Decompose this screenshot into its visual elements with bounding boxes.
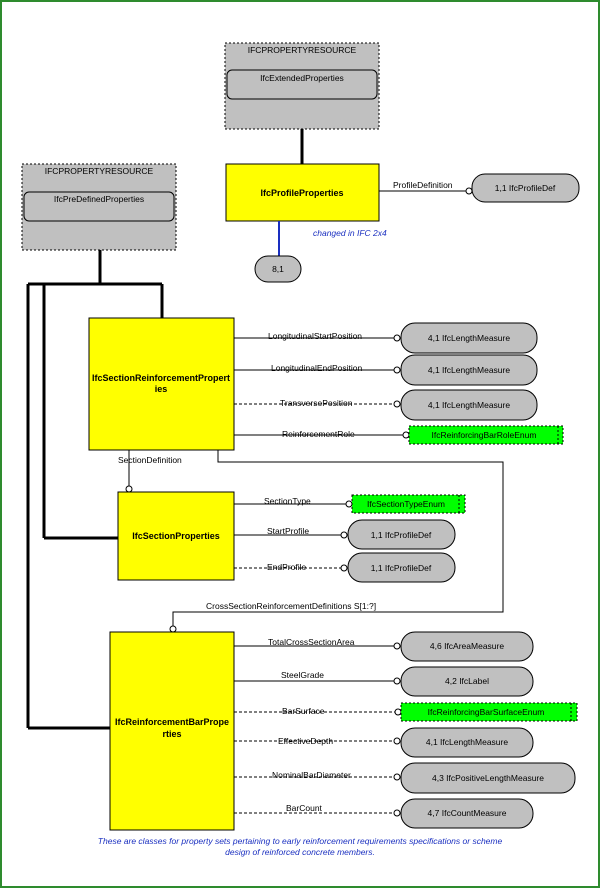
type-ref-label: 4,1 IfcLengthMeasure [428,365,510,375]
type-ref-profile-def [471,173,580,203]
type-ref-label: 4,2 IfcLabel [445,676,489,686]
attr-label: ReinforcementRole [282,429,355,439]
relation-endpoint [340,564,348,572]
type-ref-profile-def [347,519,456,550]
type-ref-label: 4,3 IfcPositiveLengthMeasure [432,773,544,783]
relation-endpoint [465,187,473,195]
attr-label: StartProfile [267,526,309,536]
type-ref-label: 1,1 IfcProfileDef [371,563,432,573]
enum-ref-section-type [351,494,466,514]
entity-name: IfcSectionProperties [132,531,220,541]
subtype-lines [26,129,304,730]
resource-name: IfcExtendedProperties [260,73,344,83]
footnote: These are classes for property sets pert… [20,836,580,858]
type-ref-label: 1,1 IfcProfileDef [371,530,432,540]
relation-endpoint [393,334,401,342]
type-ref-area-measure [400,631,534,662]
type-ref-label-type [400,666,534,697]
resource-header: IFCPROPERTYRESOURCE [45,166,154,176]
enum-ref-bar-surface [400,702,578,722]
attr-label: ProfileDefinition [393,180,453,190]
attr-label: BarCount [286,803,323,813]
entity-name-line1: IfcReinforcementBarPrope [115,717,229,727]
type-ref-label: 4,6 IfcAreaMeasure [430,641,504,651]
footnote-line-2: design of reinforced concrete members. [225,847,375,857]
relation-endpoint [393,773,401,781]
entity-profile-properties: IfcProfileProperties [225,163,380,222]
type-ref-count-measure [400,798,534,829]
relation-endpoint [393,642,401,650]
type-ref-label: 4,1 IfcLengthMeasure [428,400,510,410]
attr-label: LongitudinalStartPosition [268,331,362,341]
entity-section-reinforcement-properties: IfcSectionReinforcementPropert ies [88,317,235,451]
change-note: changed in IFC 2x4 [313,228,387,238]
attr-label: TransversePosition [280,398,353,408]
entity-name: IfcProfileProperties [260,188,343,198]
footnote-line-1: These are classes for property sets pert… [97,836,503,846]
attr-label: BarSurface [282,706,325,716]
enum-ref-bar-role [408,425,564,445]
cross-section-label: CrossSectionReinforcementDefinitions S[1… [206,601,376,611]
attr-label: SteelGrade [281,670,324,680]
resource-name: IfcPreDefinedProperties [54,194,144,204]
relation-endpoint [393,677,401,685]
attr-label: SectionType [264,496,311,506]
entity-reinforcement-bar-properties: IfcReinforcementBarPrope rties [109,631,235,831]
type-ref-length-measure [400,727,534,758]
relation-endpoint [393,400,401,408]
resource-predefined-properties: IFCPROPERTYRESOURCE IfcPreDefinedPropert… [21,163,177,251]
relation-endpoint [125,485,133,493]
entity-name-line1: IfcSectionReinforcementPropert [92,373,230,383]
relation-endpoint [169,625,177,633]
relation-endpoint [393,809,401,817]
attr-label: TotalCrossSectionArea [268,637,355,647]
relation-endpoint [393,737,401,745]
relation-endpoint [393,366,401,374]
type-ref-label: 4,1 IfcLengthMeasure [426,737,508,747]
type-ref-label: 1,1 IfcProfileDef [495,183,556,193]
type-ref-label: 4,1 IfcLengthMeasure [428,333,510,343]
type-ref-length-measure [400,354,538,386]
enum-ref-label: IfcReinforcingBarRoleEnum [432,430,537,440]
entity-section-properties: IfcSectionProperties [117,491,235,581]
entity-name-line2: ies [155,384,168,394]
resource-extended-properties: IFCPROPERTYRESOURCE IfcExtendedPropertie… [224,42,380,130]
attr-label: EffectiveDepth [278,736,333,746]
type-ref-length-measure [400,389,538,421]
enum-ref-label: IfcSectionTypeEnum [367,499,445,509]
attr-label: NominalBarDiameter [272,770,351,780]
resource-header: IFCPROPERTYRESOURCE [248,45,357,55]
relation-endpoint [340,531,348,539]
enum-ref-label: IfcReinforcingBarSurfaceEnum [428,707,545,717]
cross-section-relation-line [172,450,504,626]
attr-label: EndProfile [267,562,306,572]
type-ref-length-measure [400,322,538,354]
relation-endpoint [402,431,410,439]
type-ref-positive-length-measure [400,762,576,794]
attr-label: LongitudinalEndPosition [271,363,362,373]
entity-name-line2: rties [162,729,181,739]
page-ref [254,255,302,283]
relation-endpoint [345,500,353,508]
relation-endpoint [394,708,402,716]
type-ref-profile-def [347,552,456,583]
type-ref-label: 4,7 IfcCountMeasure [428,808,507,818]
section-definition-label: SectionDefinition [118,455,182,465]
page-ref-label: 8,1 [272,264,284,274]
